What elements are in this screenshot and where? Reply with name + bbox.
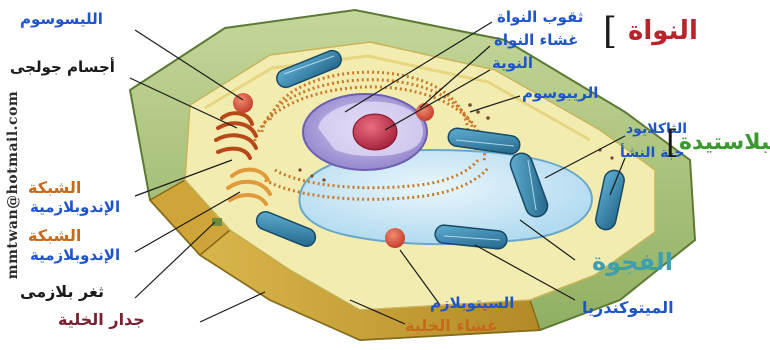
label-er-top-2: الإندوبلازمية — [30, 200, 120, 215]
plastid-brace: [ — [666, 126, 678, 158]
label-nucleus-group: النواة — [628, 18, 698, 44]
label-cytoplasm: السيتوبلازم — [430, 296, 514, 311]
nucleolus-shape — [353, 114, 397, 150]
label-cell-wall: جدار الخلية — [58, 312, 145, 328]
watermark-text: mmtwan@hotmail.com — [5, 91, 21, 279]
plasmodesma-notch — [212, 218, 222, 226]
watermark: mmtwan@hotmail.com — [2, 70, 24, 300]
label-ribosome: الريبوسوم — [522, 86, 598, 101]
label-er-bottom-1: الشبكة — [28, 228, 81, 244]
label-lysosome: الليسوسوم — [20, 12, 103, 27]
label-golgi: أجسام جولجى — [10, 60, 115, 75]
label-er-bottom-2: الإندوبلازمية — [30, 248, 120, 263]
nucleus-brace: [ — [603, 14, 617, 50]
lysosome-shape-3 — [385, 228, 405, 248]
label-nuclear-membrane: غشاء النواة — [494, 33, 578, 48]
label-mitochondria: الميتوكندريا — [582, 300, 674, 316]
label-nucleolus: النوية — [492, 56, 533, 71]
lysosome-shape-2 — [416, 103, 434, 121]
label-er-top-1: الشبكة — [28, 180, 81, 196]
label-vacuole: الفجوة — [592, 250, 673, 274]
label-nuclear-pores: ثقوب النواة — [497, 10, 583, 25]
label-plastid-group: البلاستيدة — [679, 132, 770, 154]
label-plasmodesma: ثغر بلازمى — [20, 284, 104, 300]
label-cell-membrane: غشاء الخلية — [405, 318, 498, 334]
